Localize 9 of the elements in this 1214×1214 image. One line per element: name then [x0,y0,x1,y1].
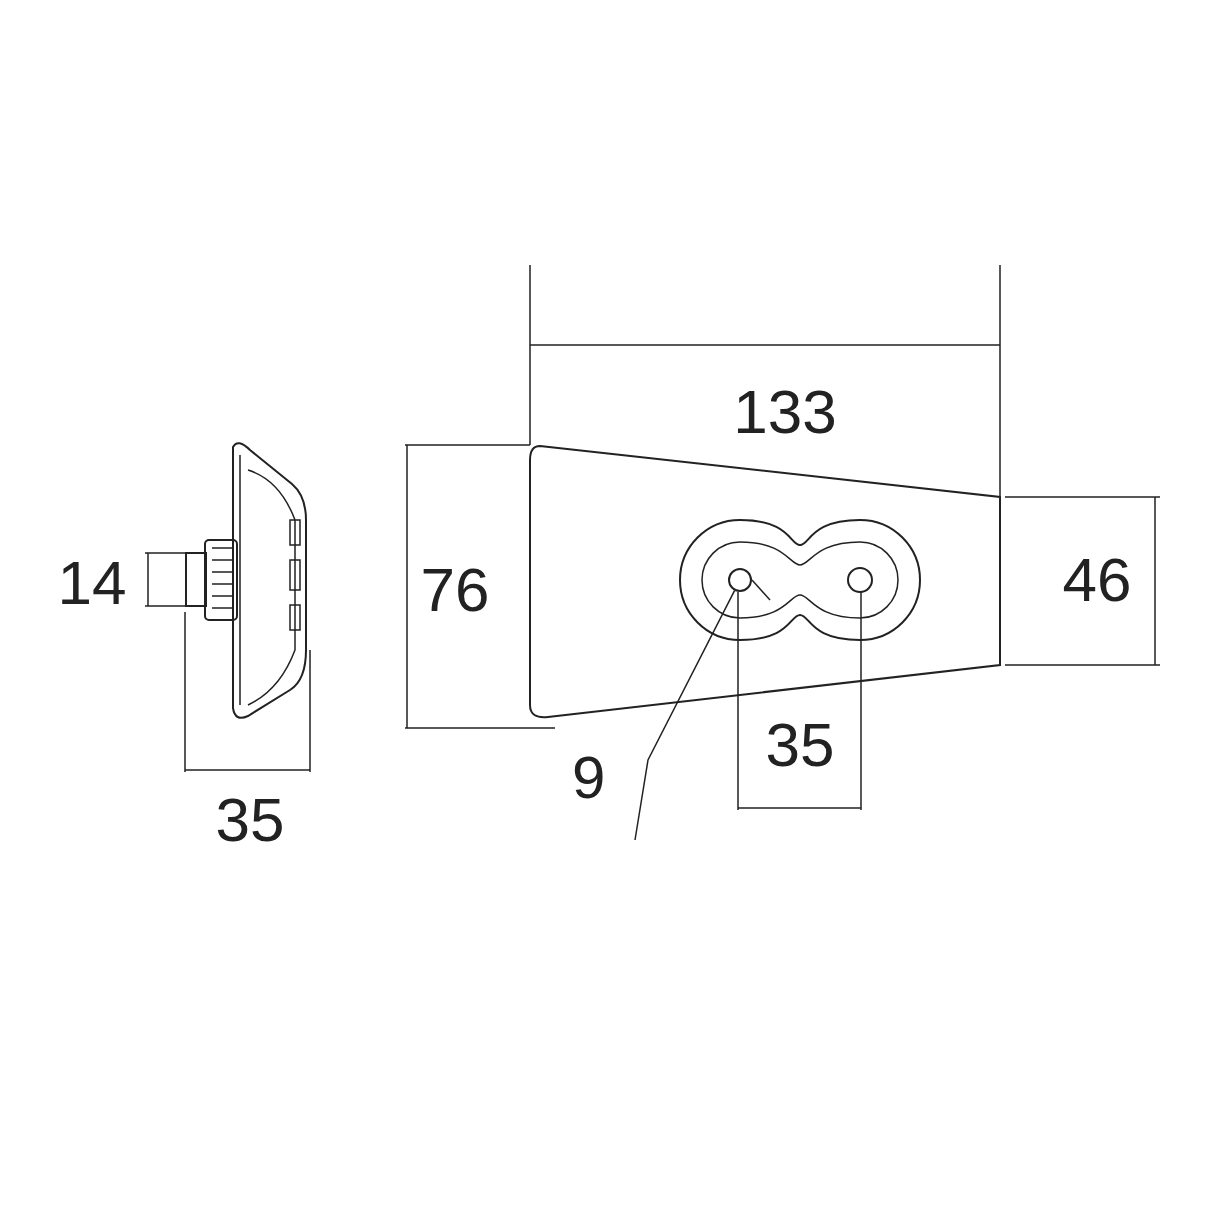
callout-number: 9 [572,748,635,858]
dimension-value: 133 [733,381,837,443]
dimension-value: 35 [765,714,835,776]
dimension-value: 46 [1062,549,1132,611]
mounting-hole [728,568,752,592]
dimension-value: 76 [420,559,490,621]
dimension-value: 14 [57,552,127,614]
dimension-value: 35 [215,789,285,851]
leader-line [634,589,736,841]
